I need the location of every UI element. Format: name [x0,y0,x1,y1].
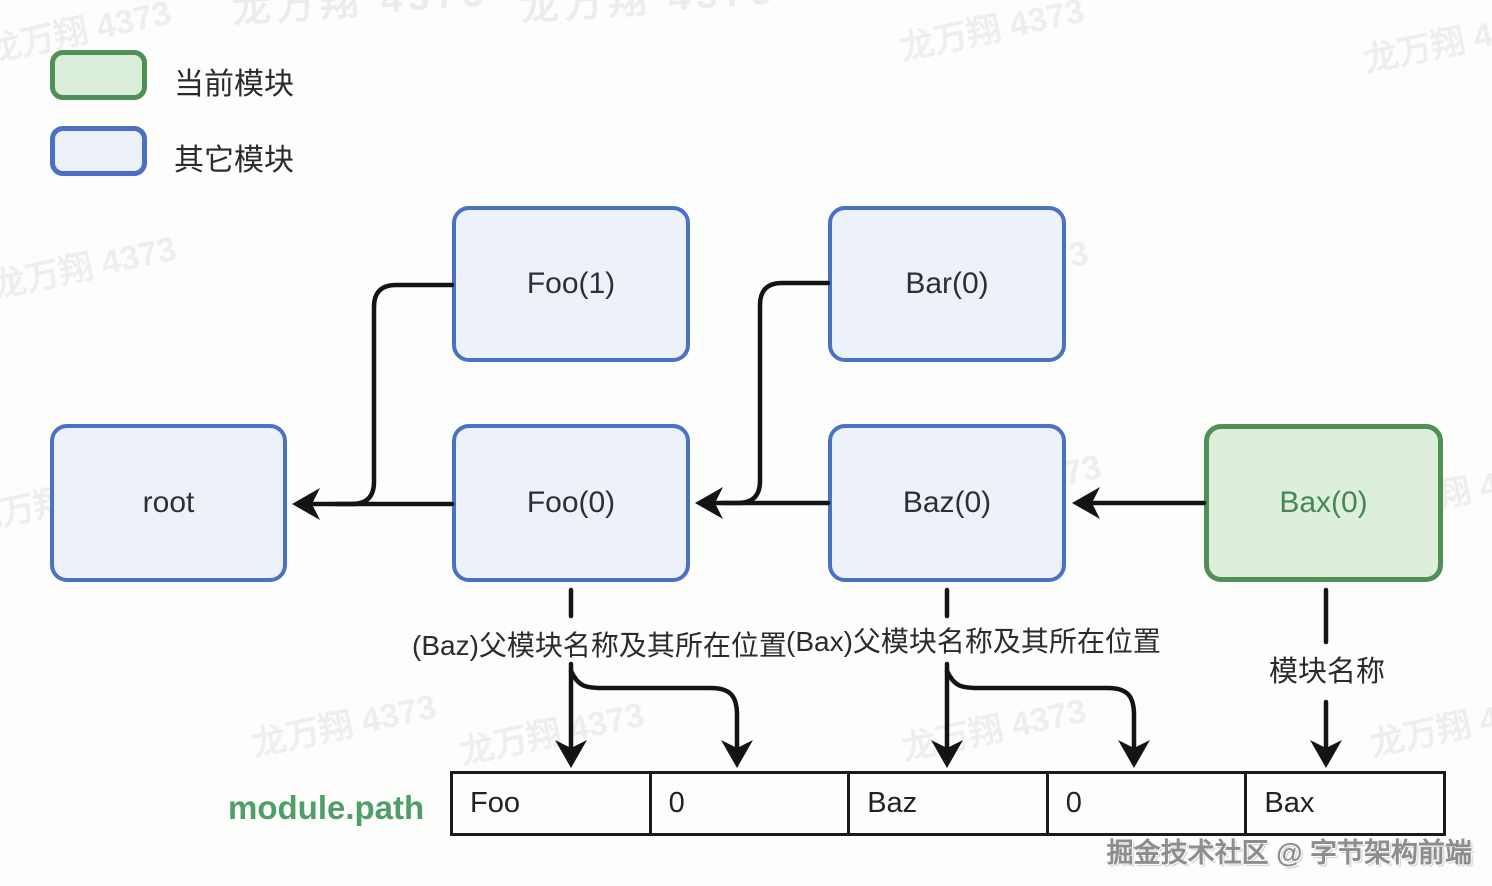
arrowhead-into-foo-cell [555,740,587,768]
path-cell-baz: Baz [847,774,1046,833]
label-bax-parent-location: (Bax)父模块名称及其所在位置 [786,626,1161,657]
edge-foo1-to-root [333,282,455,507]
arrowhead-into-second-0-cell [1118,740,1150,768]
path-cell-0-first: 0 [648,774,848,833]
edge-bar0-to-foo0 [719,280,831,506]
legend-current-module-swatch [50,50,147,100]
arrowhead-into-bax-cell [1310,740,1342,768]
edge-baz-label-to-0-cell [568,668,740,751]
arrowhead-into-baz-cell [931,740,963,768]
edge-bax-label-to-0-cell [944,668,1137,751]
node-bax0-current: Bax(0) [1204,424,1443,582]
legend-other-module-label: 其它模块 [174,144,294,177]
label-module-name: 模块名称 [1268,656,1385,688]
module-path-table: Foo 0 Baz 0 Bax [450,771,1446,836]
path-cell-foo: Foo [470,787,520,819]
arrowhead-into-root [292,488,320,520]
legend-current-module-label: 当前模块 [174,68,294,101]
module-path-caption: module.path [228,789,425,826]
node-root: root [50,424,287,582]
arrowhead-into-foo0 [695,487,723,519]
arrowhead-into-first-0-cell [721,740,753,768]
node-baz0: Baz(0) [828,424,1066,582]
arrowhead-into-baz0 [1072,487,1100,519]
label-baz-parent-location: (Baz)父模块名称及其所在位置 [412,630,787,661]
path-cell-bax: Bax [1244,774,1443,833]
juejin-credit-watermark: 掘金技术社区 @ 字节架构前端 [1106,838,1472,868]
path-cell-0-second: 0 [1045,774,1245,833]
legend-other-module-swatch [50,126,147,176]
